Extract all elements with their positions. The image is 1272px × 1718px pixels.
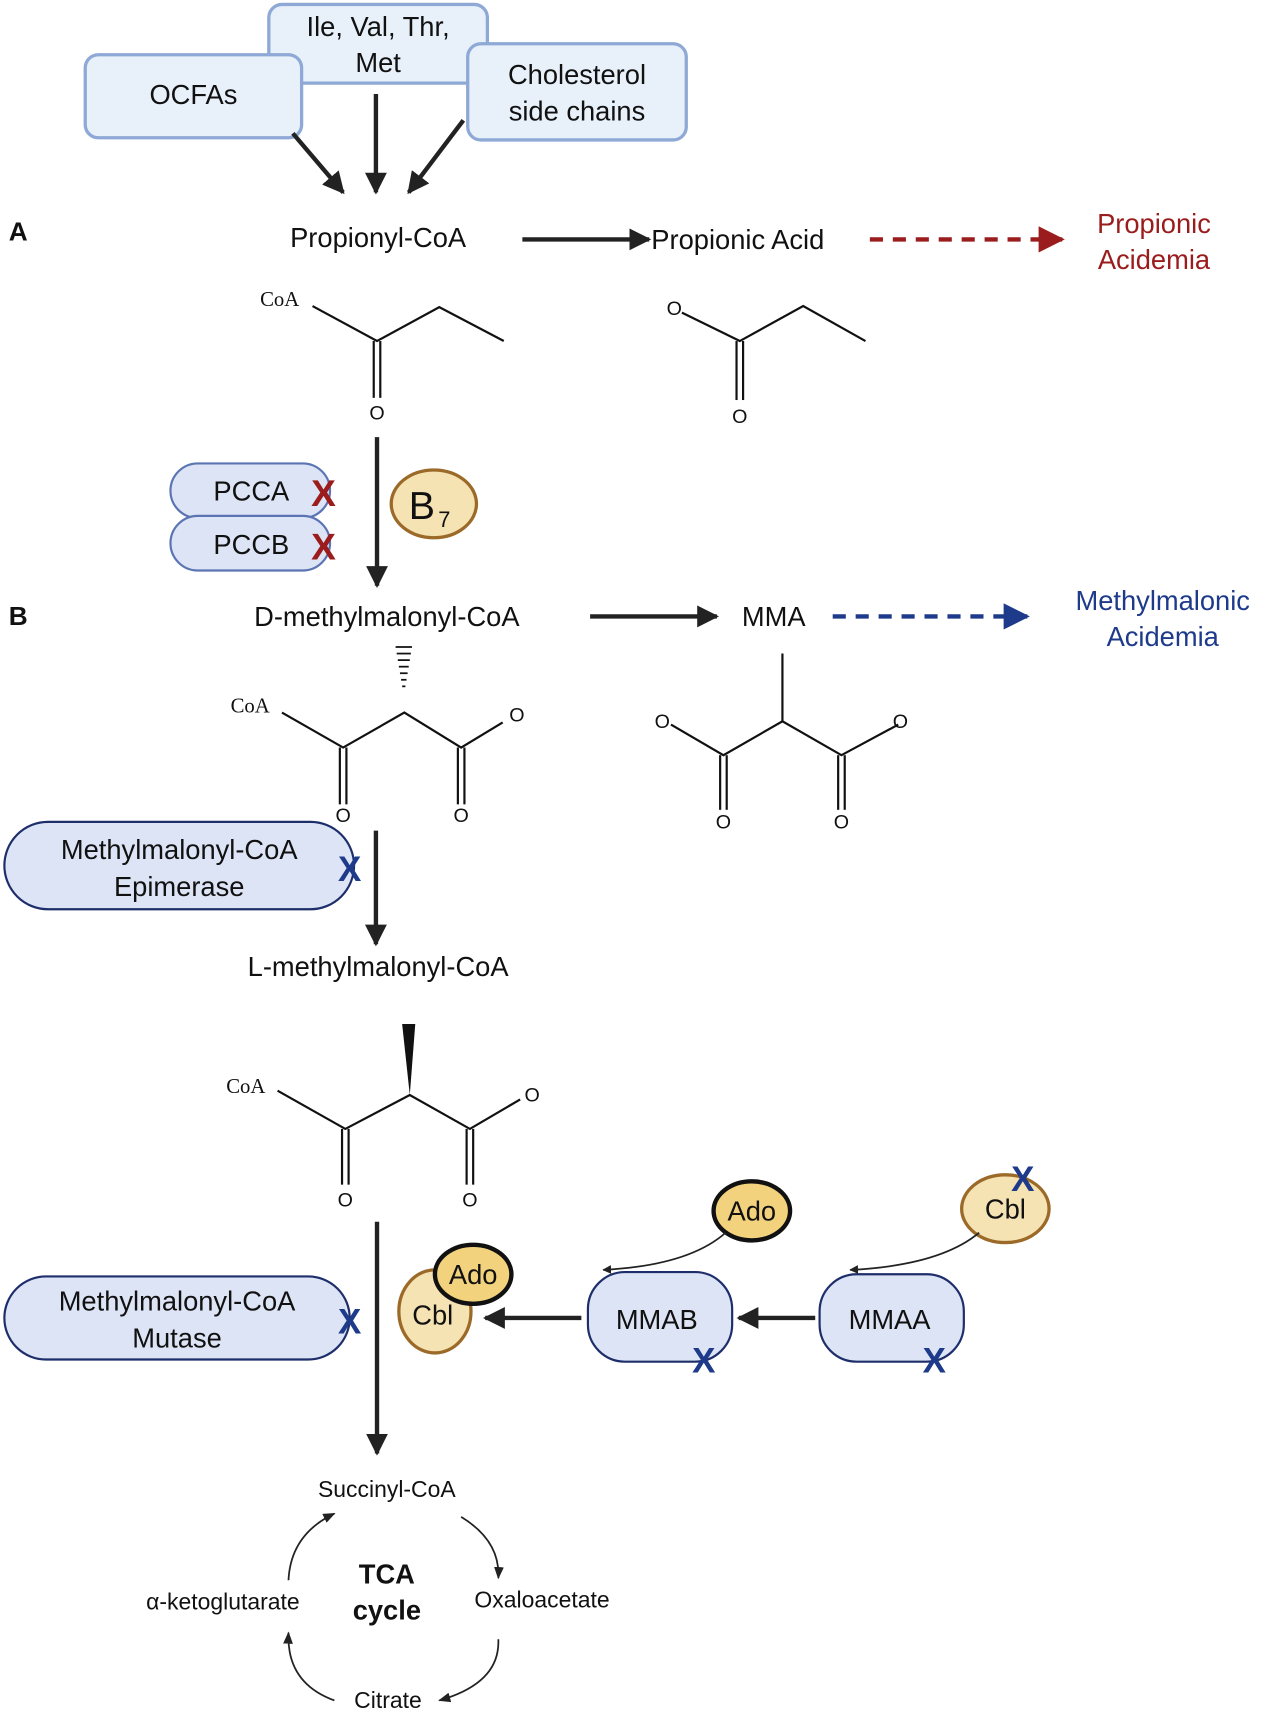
oxygen-atom: O bbox=[667, 298, 682, 320]
tca-center-label: TCA cycle bbox=[353, 1559, 421, 1626]
source-amino-acids-line2: Met bbox=[355, 47, 401, 78]
enzyme-mmab-label: MMAB bbox=[616, 1304, 698, 1335]
cbl-label: Cbl bbox=[985, 1194, 1026, 1225]
enzyme-pcca: PCCA X bbox=[169, 462, 336, 520]
b7-base: B bbox=[409, 484, 435, 528]
d-methylmalonyl-coa-structure: CoA O O O bbox=[231, 646, 525, 827]
panel-label-b: B bbox=[9, 601, 28, 631]
oxygen-atom: O bbox=[335, 805, 350, 827]
oxygen-atom: O bbox=[655, 711, 670, 733]
oxygen-atom: O bbox=[716, 811, 731, 833]
propionic-acidemia-line2: Acidemia bbox=[1098, 244, 1211, 275]
ado-label: Ado bbox=[728, 1196, 777, 1227]
arrow-cholesterol-to-propionyl bbox=[406, 118, 466, 195]
oxygen-atom: O bbox=[732, 406, 747, 428]
enzyme-mutase-line1: Methylmalonyl-CoA bbox=[59, 1285, 296, 1316]
source-amino-acids: Ile, Val, Thr, Met bbox=[267, 2, 490, 85]
arrow-ocfas-to-propionyl bbox=[291, 131, 345, 195]
source-cholesterol-line1: Cholesterol bbox=[508, 59, 646, 90]
citrate-label: Citrate bbox=[354, 1687, 422, 1713]
deficiency-x-icon: X bbox=[338, 850, 361, 889]
oxygen-atom: O bbox=[369, 403, 384, 425]
oxygen-atom: O bbox=[338, 1190, 353, 1212]
propionic-acid-label: Propionic Acid bbox=[651, 224, 824, 255]
oxygen-atom: O bbox=[893, 711, 908, 733]
succinyl-coa-label: Succinyl-CoA bbox=[318, 1476, 456, 1502]
ado-label: Ado bbox=[449, 1259, 498, 1290]
enzyme-epimerase-line1: Methylmalonyl-CoA bbox=[61, 834, 298, 865]
alpha-ketoglutarate-label: α-ketoglutarate bbox=[146, 1589, 300, 1615]
cofactor-cbl-free: Cbl X bbox=[960, 1160, 1051, 1245]
propionic-acid-structure: O O bbox=[667, 298, 867, 428]
propionyl-coa-label: Propionyl-CoA bbox=[290, 222, 467, 253]
source-ocfas: OCFAs bbox=[83, 53, 304, 140]
source-ocfas-label: OCFAs bbox=[149, 79, 237, 110]
mma-structure: O O O O bbox=[655, 653, 908, 833]
source-cholesterol-line2: side chains bbox=[509, 95, 646, 126]
tca-line1: TCA bbox=[359, 1559, 415, 1590]
tca-arrow-succinyl-to-oxaloacetate bbox=[460, 1516, 504, 1580]
propionic-acidemia-label: Propionic Acidemia bbox=[1097, 208, 1211, 275]
enzyme-pccb-label: PCCB bbox=[213, 529, 289, 560]
tca-arrow-akg-to-succinyl bbox=[287, 1512, 336, 1581]
mma-label: MMA bbox=[742, 601, 806, 632]
d-methylmalonyl-coa-label: D-methylmalonyl-CoA bbox=[254, 601, 520, 632]
panel-label-a: A bbox=[9, 216, 28, 246]
tca-line2: cycle bbox=[353, 1595, 421, 1626]
l-methylmalonyl-coa-label: L-methylmalonyl-CoA bbox=[248, 951, 510, 982]
deficiency-x-icon: X bbox=[1011, 1160, 1034, 1199]
enzyme-mutase-line2: Mutase bbox=[132, 1322, 222, 1353]
oxaloacetate-label: Oxaloacetate bbox=[474, 1587, 609, 1613]
oxygen-atom: O bbox=[509, 704, 524, 726]
arrow-cbl-to-mmaa bbox=[849, 1232, 980, 1274]
enzyme-mmaa: MMAA X bbox=[818, 1273, 965, 1381]
source-cholesterol: Cholesterol side chains bbox=[466, 42, 688, 142]
oxygen-atom: O bbox=[525, 1085, 540, 1107]
enzyme-pccb: PCCB X bbox=[169, 514, 336, 572]
enzyme-mutase: Methylmalonyl-CoA Mutase X bbox=[3, 1275, 361, 1361]
l-methylmalonyl-coa-structure: CoA O O O bbox=[226, 1024, 540, 1212]
cofactor-b7: B 7 bbox=[389, 468, 479, 540]
cbl-label: Cbl bbox=[412, 1300, 453, 1331]
tca-arrow-citrate-to-akg bbox=[283, 1631, 335, 1702]
propionyl-coa-structure: CoA O bbox=[260, 289, 505, 425]
oxygen-atom: O bbox=[454, 805, 469, 827]
source-amino-acids-line1: Ile, Val, Thr, bbox=[307, 11, 450, 42]
methylmalonic-acidemia-line1: Methylmalonic bbox=[1075, 585, 1249, 616]
oxygen-atom: O bbox=[462, 1190, 477, 1212]
deficiency-x-icon: X bbox=[923, 1342, 946, 1381]
oxygen-atom: O bbox=[834, 811, 849, 833]
arrow-ado-to-mmab bbox=[602, 1232, 727, 1274]
enzyme-mmaa-label: MMAA bbox=[849, 1304, 932, 1335]
enzyme-pcca-label: PCCA bbox=[213, 476, 290, 507]
methylmalonic-acidemia-line2: Acidemia bbox=[1107, 621, 1220, 652]
b7-subscript: 7 bbox=[438, 507, 450, 532]
cofactor-adocbl: Cbl Ado bbox=[397, 1242, 514, 1355]
enzyme-mmab: MMAB X bbox=[586, 1270, 734, 1381]
coa-atom: CoA bbox=[231, 696, 270, 718]
coa-atom: CoA bbox=[226, 1076, 265, 1098]
cofactor-ado-free: Ado bbox=[711, 1179, 793, 1243]
tca-arrow-oxaloacetate-to-citrate bbox=[438, 1639, 500, 1703]
deficiency-x-icon: X bbox=[311, 472, 336, 514]
coa-atom: CoA bbox=[260, 289, 299, 311]
enzyme-epimerase: Methylmalonyl-CoA Epimerase X bbox=[3, 820, 361, 911]
methylmalonic-acidemia-label: Methylmalonic Acidemia bbox=[1075, 585, 1249, 652]
deficiency-x-icon: X bbox=[692, 1342, 715, 1381]
deficiency-x-icon: X bbox=[338, 1302, 361, 1341]
deficiency-x-icon: X bbox=[311, 526, 336, 568]
propionic-acidemia-line1: Propionic bbox=[1097, 208, 1211, 239]
enzyme-epimerase-line2: Epimerase bbox=[114, 871, 244, 902]
